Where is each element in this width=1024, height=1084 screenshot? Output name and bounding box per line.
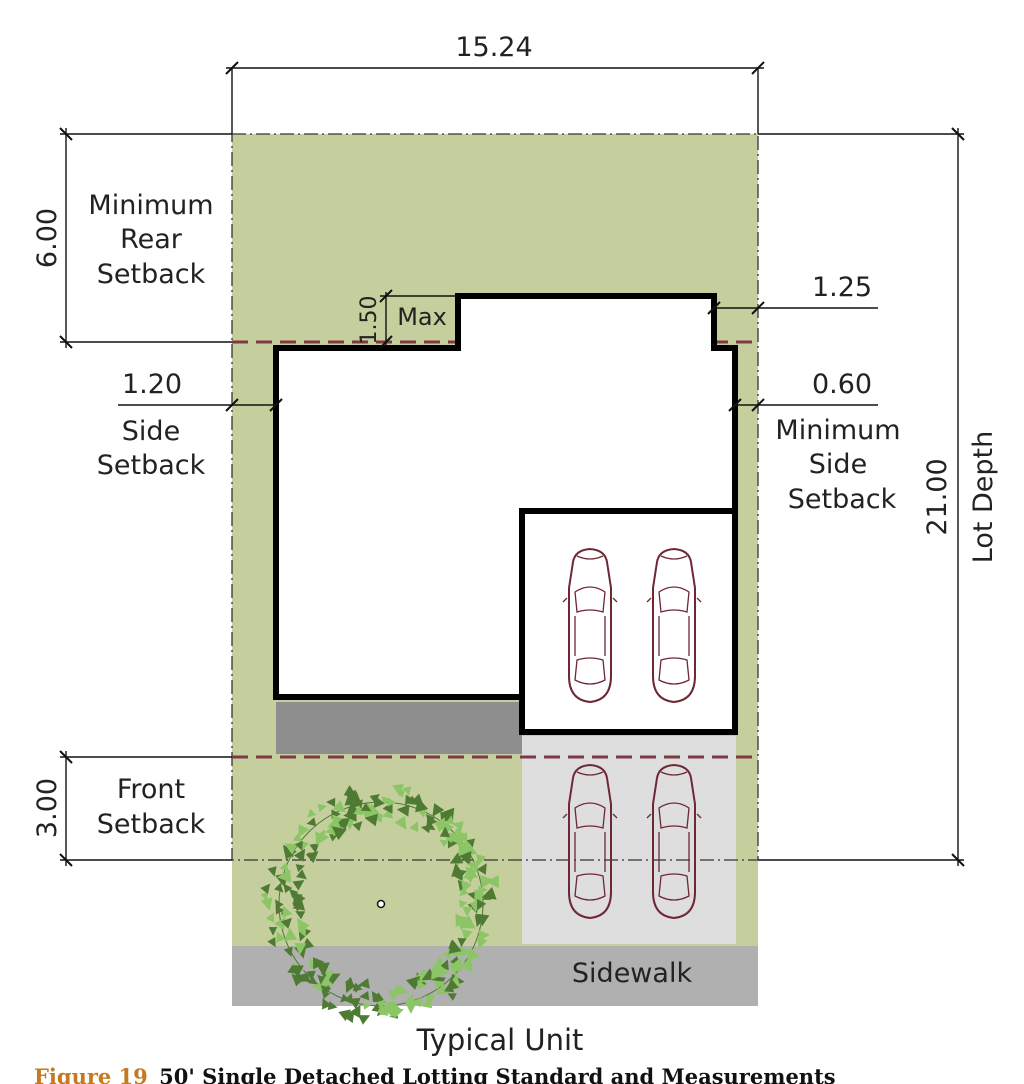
figure-title: 50' Single Detached Lotting Standard and… <box>159 1064 835 1084</box>
dim-left-side-setback: 1.20 <box>122 369 182 400</box>
dim-lot-depth: 21.00 <box>922 458 953 535</box>
car-icon <box>562 764 618 919</box>
label-right-side-line3: Setback <box>788 484 897 515</box>
label-rear-setback-line1: Minimum <box>88 190 213 221</box>
label-right-side-line2: Side <box>809 449 867 480</box>
label-rear-setback-line2: Rear <box>120 224 183 255</box>
label-left-side-line1: Side <box>122 416 180 447</box>
label-front-setback-line2: Setback <box>97 809 206 840</box>
label-front-setback-line1: Front <box>117 774 185 805</box>
car-icon <box>646 548 702 703</box>
dim-rear-setback: 6.00 <box>32 208 63 268</box>
tree-icon <box>260 783 499 1025</box>
porch <box>276 702 522 754</box>
dim-max-projection: 1.50 <box>357 296 382 345</box>
label-max: Max <box>397 303 447 331</box>
label-typical-unit: Typical Unit <box>416 1023 584 1057</box>
garage <box>519 508 738 735</box>
car-icon <box>562 548 618 703</box>
driveway <box>522 736 736 944</box>
car-icon <box>646 764 702 919</box>
dim-upper-side-offset: 1.25 <box>812 272 872 303</box>
dim-right-side-setback: 0.60 <box>812 369 872 400</box>
figure-number: Figure 19 <box>34 1064 148 1084</box>
label-left-side-line2: Setback <box>97 450 206 481</box>
label-rear-setback-line3: Setback <box>97 259 206 290</box>
figure-caption: Figure 19 50' Single Detached Lotting St… <box>34 1064 836 1084</box>
label-sidewalk: Sidewalk <box>572 958 693 989</box>
label-lot-depth: Lot Depth <box>968 431 999 564</box>
property-line <box>231 133 759 861</box>
dim-front-setback: 3.00 <box>32 778 63 838</box>
dim-lot-width: 15.24 <box>455 32 532 63</box>
label-right-side-line1: Minimum <box>775 415 900 446</box>
